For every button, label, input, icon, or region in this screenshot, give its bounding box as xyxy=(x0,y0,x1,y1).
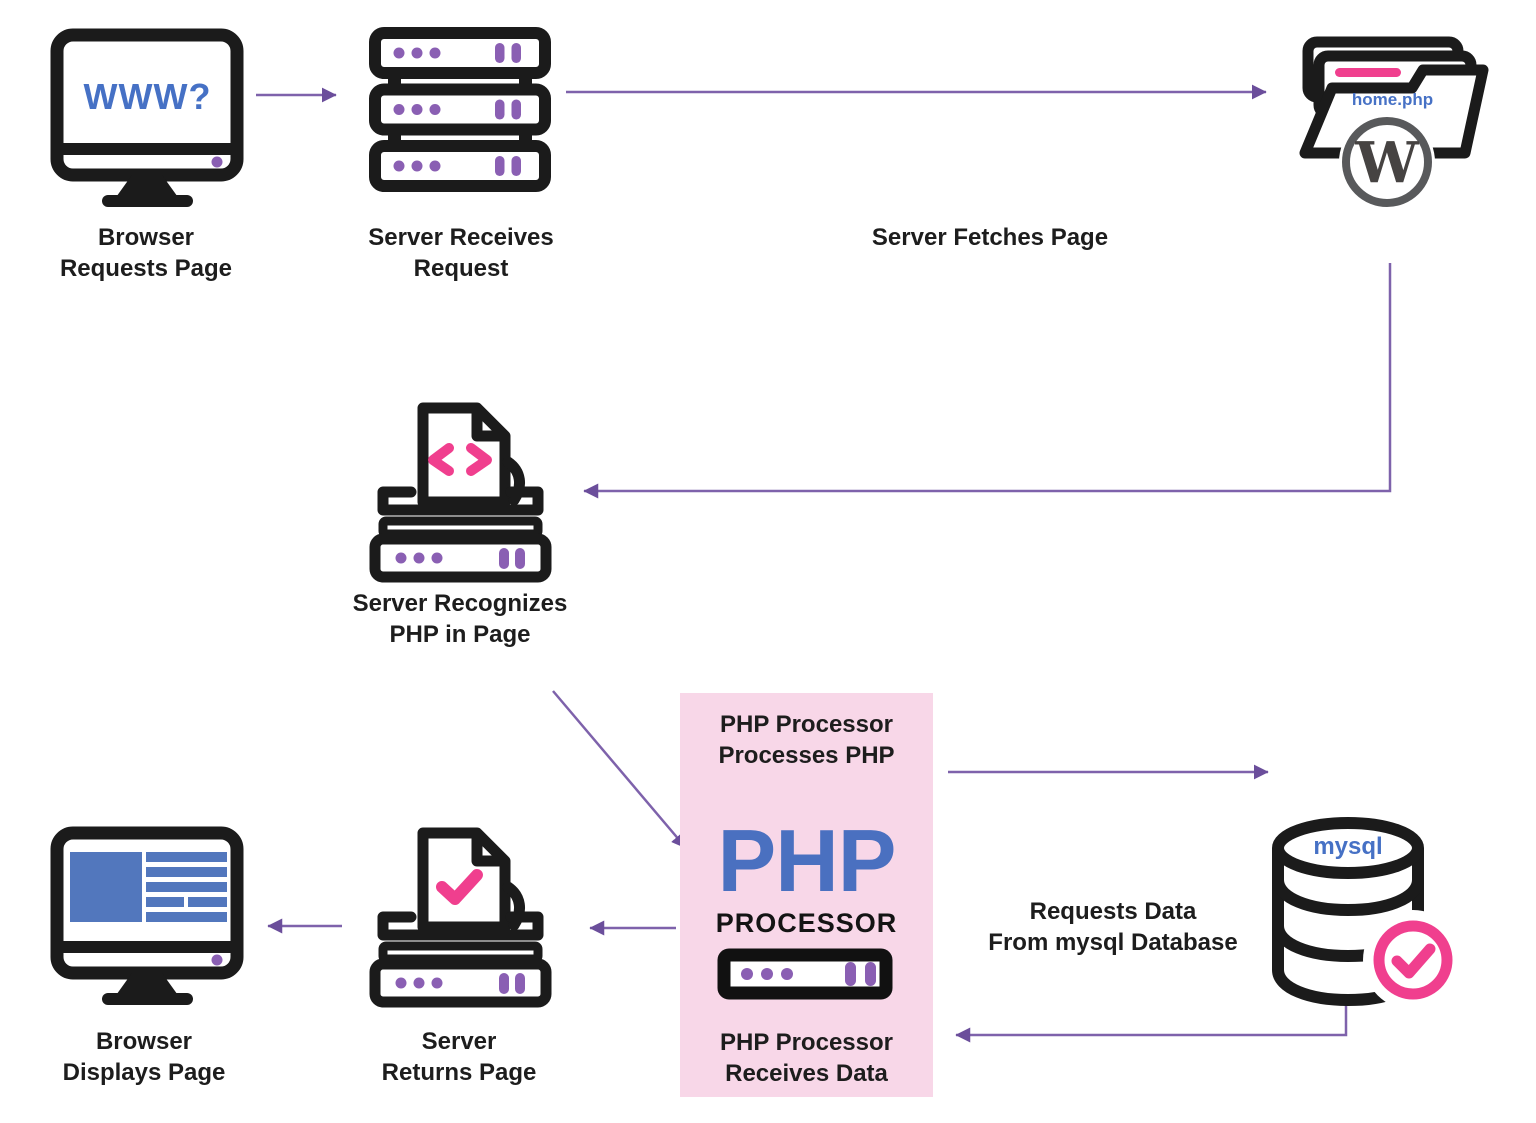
code-bracket-right-icon xyxy=(466,443,492,476)
wordpress-logo-icon: W xyxy=(1339,114,1435,210)
php-processes-label: PHP Processor Processes PHP xyxy=(718,711,895,769)
webpage-wireframe-icon xyxy=(70,852,227,922)
wordpress-w-glyph: W xyxy=(1355,130,1420,196)
label-browser-displays: Browser Displays Page xyxy=(62,1028,226,1086)
php-processor-box: PHP Processor Processes PHP PHP PROCESSO… xyxy=(680,693,933,1097)
php-receives-label: PHP Processor Receives Data xyxy=(720,1029,893,1087)
code-bracket-left-icon xyxy=(428,443,454,476)
success-check-badge-icon xyxy=(1363,910,1463,1010)
label-server-returns: Server Returns Page xyxy=(381,1028,537,1086)
folder-filename: home.php xyxy=(1351,90,1434,109)
label-requests-data: Requests Data From mysql Database xyxy=(988,898,1238,956)
label-server-receives: Server Receives Request xyxy=(368,224,554,282)
arrow-recognizes-to-php xyxy=(552,690,687,849)
power-dot xyxy=(211,954,223,966)
php-subtitle: PROCESSOR xyxy=(715,908,898,938)
arrow-folder-to-server-recognizes xyxy=(583,263,1392,499)
arrow-mysql-to-php xyxy=(955,1003,1348,1043)
browser-displays-monitor-icon xyxy=(50,826,244,1005)
folder-pink-bar xyxy=(1335,68,1401,77)
browser-screen-text: WWW? xyxy=(83,76,212,117)
server-recognizes-php-icon xyxy=(369,402,552,583)
power-dot xyxy=(211,156,223,168)
browser-requests-monitor-icon xyxy=(50,28,244,207)
label-server-recognizes: Server Recognizes PHP in Page xyxy=(352,590,568,648)
checkmark-icon xyxy=(436,869,483,905)
server-returns-page-icon xyxy=(369,827,552,1008)
server-stack-icon xyxy=(369,27,551,192)
wordpress-folder-icon: W xyxy=(1299,36,1489,210)
php-title: PHP xyxy=(717,811,897,910)
label-server-fetches: Server Fetches Page xyxy=(871,224,1109,251)
php-server-slab-icon xyxy=(717,948,893,1000)
mysql-database-icon xyxy=(1272,817,1463,1010)
mysql-db-text: mysql xyxy=(1313,833,1383,860)
label-browser-requests: Browser Requests Page xyxy=(59,224,233,282)
